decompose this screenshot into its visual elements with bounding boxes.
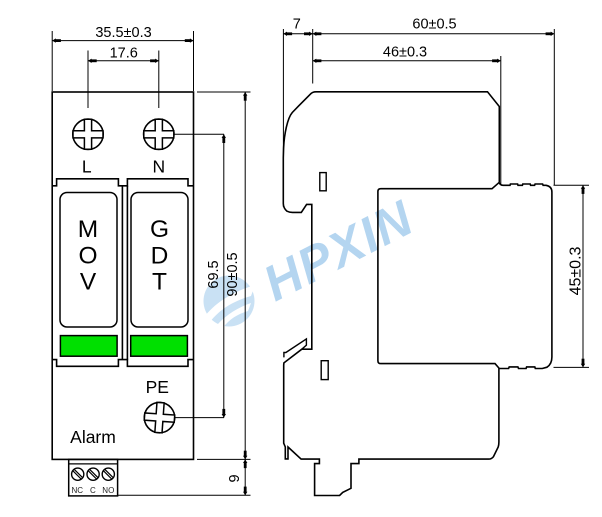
svg-text:90±0.5: 90±0.5 (225, 252, 241, 296)
svg-text:PE: PE (146, 377, 169, 397)
svg-text:35.5±0.3: 35.5±0.3 (95, 25, 151, 41)
svg-text:V: V (80, 269, 97, 296)
svg-text:O: O (78, 242, 97, 269)
svg-text:46±0.3: 46±0.3 (383, 44, 427, 60)
svg-text:69.5: 69.5 (206, 260, 222, 288)
svg-text:Alarm: Alarm (70, 427, 116, 447)
svg-text:17.6: 17.6 (110, 46, 138, 62)
svg-text:N: N (152, 157, 165, 177)
svg-text:G: G (150, 216, 169, 243)
svg-text:45±0.3: 45±0.3 (568, 246, 585, 295)
svg-text:D: D (151, 242, 169, 269)
svg-text:M: M (78, 216, 98, 243)
svg-text:60±0.5: 60±0.5 (412, 17, 456, 33)
svg-text:C: C (90, 486, 96, 495)
svg-text:7: 7 (293, 17, 301, 33)
svg-text:NC: NC (72, 486, 84, 495)
svg-text:L: L (82, 157, 92, 177)
svg-text:9: 9 (227, 474, 243, 482)
svg-text:NO: NO (102, 486, 114, 495)
svg-text:T: T (152, 269, 167, 296)
